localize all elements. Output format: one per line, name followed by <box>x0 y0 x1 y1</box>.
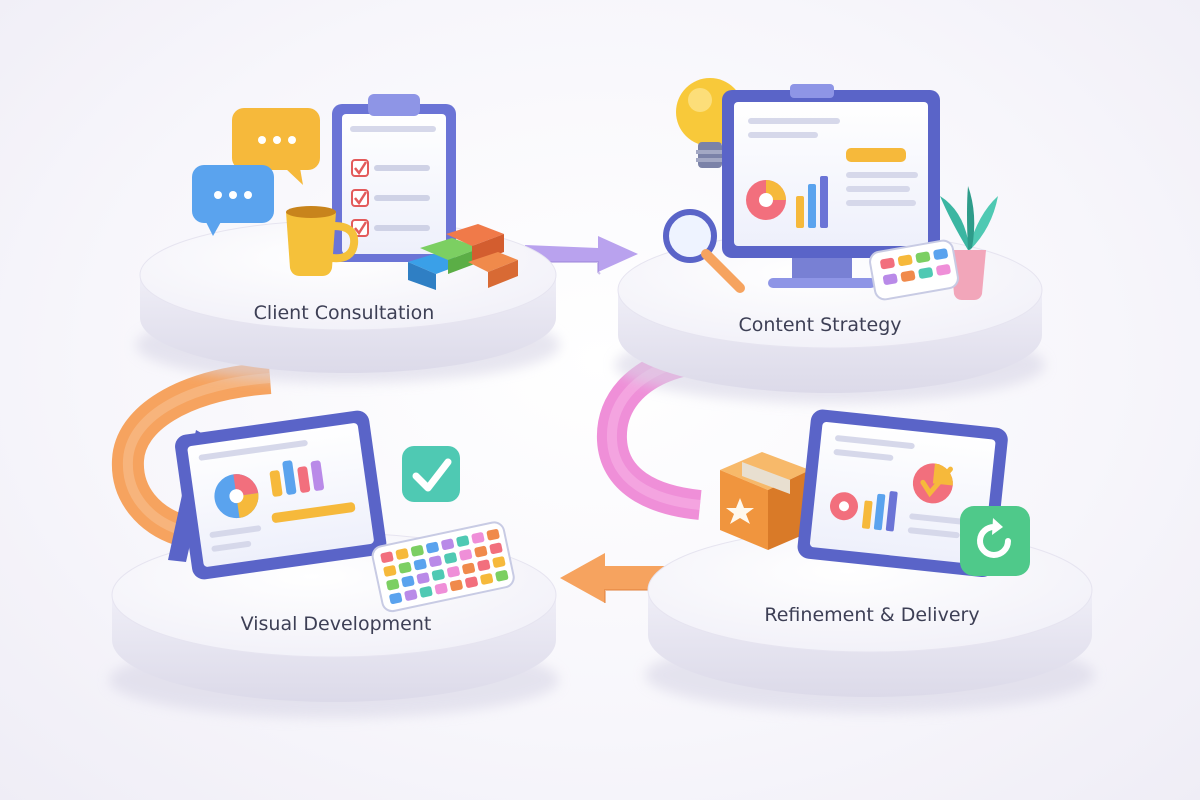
stage-label-content-strategy: Content Strategy <box>738 314 901 336</box>
stage-label-refinement-delivery: Refinement & Delivery <box>764 604 979 626</box>
clipboard-checklist-icon <box>332 94 456 262</box>
chat-bubble-icon <box>232 108 320 185</box>
tablet-design-icon <box>168 410 387 580</box>
arrow-visual-to-consultation <box>111 362 272 546</box>
coffee-mug-icon <box>286 206 359 276</box>
refresh-badge-icon <box>960 506 1030 576</box>
tablet-report-icon <box>797 409 1008 578</box>
chat-bubble-icon <box>192 165 274 236</box>
arrow-consultation-to-strategy <box>525 236 638 275</box>
package-box-icon <box>720 452 810 550</box>
plant-icon <box>940 186 998 300</box>
checkmark-badge-icon <box>402 446 460 502</box>
monitor-dashboard-icon <box>722 84 940 288</box>
keyboard-icon <box>371 521 515 613</box>
color-blocks-icon <box>408 224 518 290</box>
stage-label-client-consultation: Client Consultation <box>254 302 435 324</box>
stage-label-visual-development: Visual Development <box>241 613 432 635</box>
color-palette-icon <box>869 239 959 301</box>
magnifier-icon <box>663 209 745 293</box>
platform-content-strategy <box>615 231 1045 403</box>
